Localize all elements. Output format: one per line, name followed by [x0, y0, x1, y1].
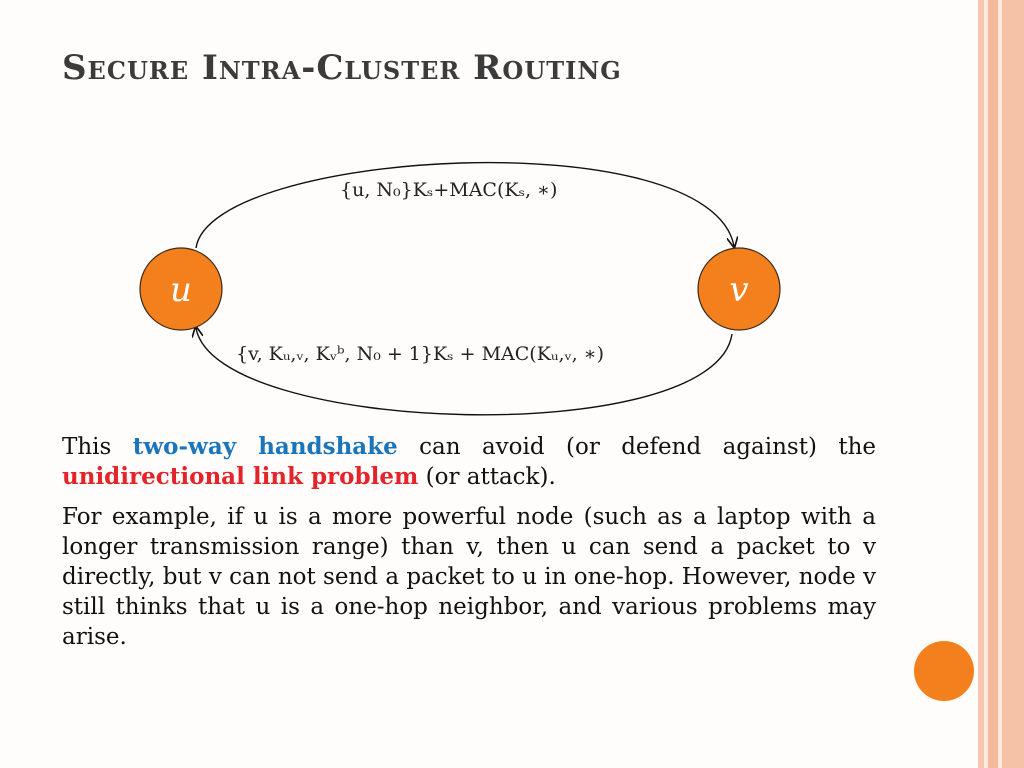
edge-v-to-u: [196, 328, 733, 416]
body-text: This two-way handshake can avoid (or def…: [62, 432, 876, 662]
node-u-circle: [139, 247, 223, 331]
decor-stripe: [984, 0, 988, 768]
decor-stripe: [1002, 0, 1024, 768]
node-v-label: v: [729, 270, 748, 310]
node-v-circle: [697, 247, 781, 331]
node-u-label: u: [170, 270, 192, 310]
keyword-two-way-handshake: two-way handshake: [132, 433, 398, 460]
p1-text-before: This: [62, 434, 133, 460]
paragraph-2: For example, if u is a more powerful nod…: [62, 504, 877, 650]
keyword-unidirectional-link-problem: unidirectional link problem: [62, 463, 419, 490]
bottom-message-label: {v, Kᵤ,ᵥ, Kᵥᵇ, N₀ + 1}Kₛ + MAC(Kᵤ,ᵥ, ∗): [236, 343, 604, 365]
p1-text-after: (or attack).: [418, 464, 556, 490]
decor-stripe: [988, 0, 998, 768]
decor-stripe: [998, 0, 1002, 768]
node-u: u: [139, 247, 223, 331]
slide-title: Secure Intra-Cluster Routing: [62, 48, 622, 88]
decor-stripe: [978, 0, 984, 768]
node-v: v: [697, 247, 781, 331]
accent-dot: [914, 641, 974, 701]
p1-text-middle: can avoid (or defend against) the: [397, 434, 876, 460]
top-message-label: {u, N₀}Kₛ+MAC(Kₛ, ∗): [340, 179, 557, 201]
edge-u-to-v: [195, 161, 734, 248]
paragraph-1: This two-way handshake can avoid (or def…: [62, 432, 876, 492]
